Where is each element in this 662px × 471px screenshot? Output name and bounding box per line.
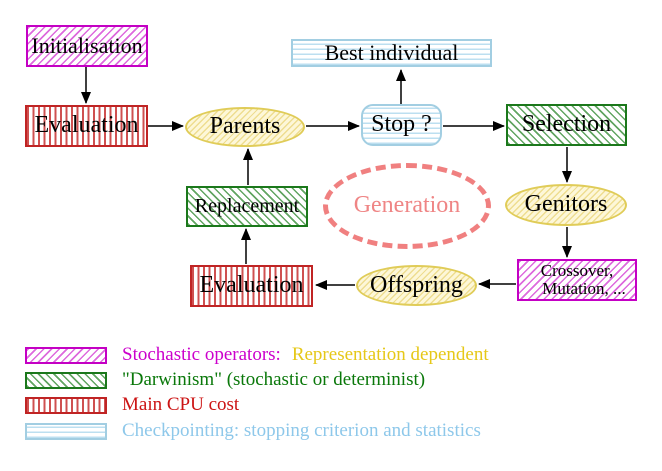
legend-row-checkpointing: Checkpointing: stopping criterion and st… — [25, 420, 481, 441]
crossover-label-line1: Crossover, — [540, 261, 614, 281]
legend-row-stochastic-operators: Stochastic operators: Representation dep… — [25, 344, 489, 365]
node-stop: Stop ? — [361, 104, 442, 146]
crossover-label-line2: Mutation, ... — [542, 279, 626, 298]
node-evaluation-bottom: Evaluation — [190, 265, 313, 307]
legend-swatch-main-cpu-cost — [25, 396, 107, 414]
legend-swatch-darwinism — [25, 371, 107, 389]
legend-label-checkpointing: Checkpointing: stopping criterion and st… — [122, 420, 481, 441]
node-genitors: Genitors — [505, 184, 627, 226]
legend-row-darwinism: "Darwinism" (stochastic or determinist) — [25, 369, 426, 390]
node-replacement: Replacement — [186, 186, 308, 227]
node-evaluation-top: Evaluation — [25, 105, 148, 147]
legend-label-darwinism: "Darwinism" (stochastic or determinist) — [122, 369, 426, 390]
node-selection: Selection — [506, 104, 627, 146]
legend-swatch-checkpointing — [25, 422, 107, 440]
node-offspring: Offspring — [356, 265, 477, 306]
node-best-individual: Best individual — [291, 39, 492, 67]
legend-label-main-cpu-cost: Main CPU cost — [122, 394, 240, 415]
node-parents: Parents — [185, 107, 305, 147]
node-initialisation: Initialisation — [26, 25, 148, 67]
legend-row-main-cpu-cost: Main CPU cost — [25, 394, 240, 415]
legend-swatch-stochastic-operators — [25, 346, 107, 364]
generation-cycle-ellipse: Generation — [323, 163, 491, 249]
node-crossover-mutation: Crossover, Mutation, ... — [517, 259, 637, 301]
legend-label-representation-dependent: Representation dependent — [291, 344, 489, 365]
legend-label-stochastic-operators: Stochastic operators: — [122, 344, 281, 365]
